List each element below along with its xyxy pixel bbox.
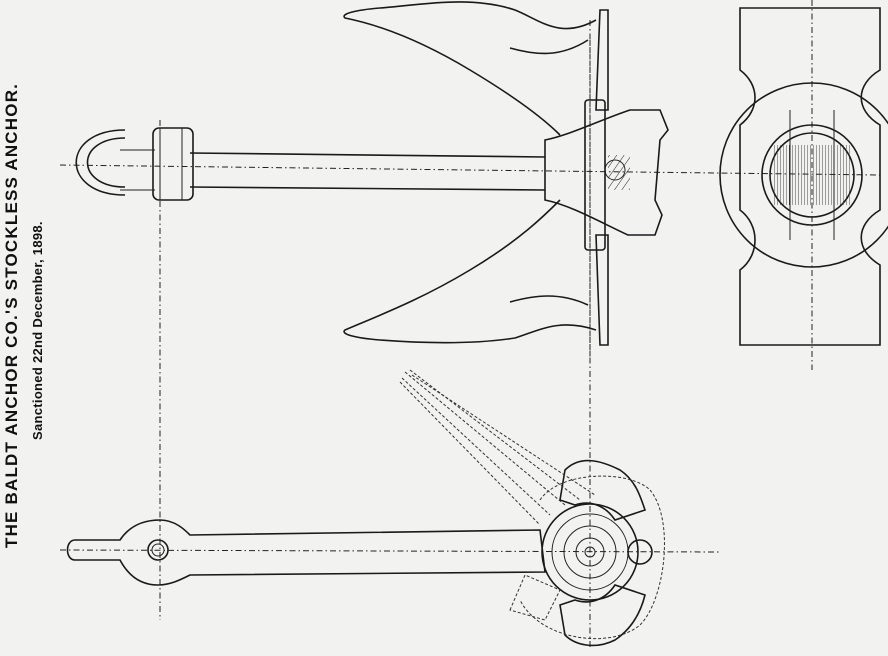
- anchor-plan-view: [75, 1, 669, 346]
- anchor-side-view: [66, 369, 665, 647]
- crown-pin-section: [608, 155, 630, 190]
- crown-end-view: [719, 7, 888, 346]
- construction-lines: [59, 0, 881, 650]
- crown-pin-section-end: [772, 145, 852, 205]
